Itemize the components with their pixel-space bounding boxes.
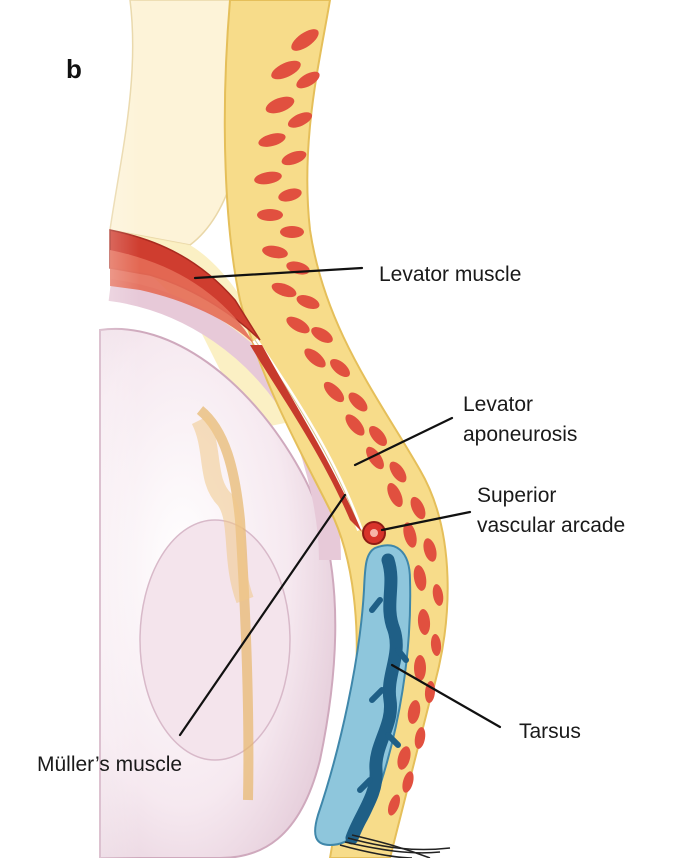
orbicularis-band (254, 29, 444, 816)
superior-vascular-arcade-lumen (370, 529, 378, 537)
leader-tarsus (390, 663, 502, 729)
leader-levator-muscle (193, 266, 364, 280)
tarsal-gland-branches (357, 597, 409, 793)
label-superior-vascular-arcade-1: Superior (477, 484, 556, 507)
label-superior-vascular-arcade-2: vascular arcade (477, 514, 625, 537)
label-levator-aponeurosis-1: Levator (463, 393, 533, 416)
cornea (139, 519, 291, 761)
conjunctival-fold-detail (191, 415, 254, 604)
label-levator-aponeurosis-2: aponeurosis (463, 423, 577, 446)
label-tarsus: Tarsus (519, 720, 581, 743)
leader-muller-muscle (178, 493, 347, 737)
label-levator-muscle: Levator muscle (379, 263, 521, 286)
muller-muscle (250, 345, 362, 532)
tarsal-glands (345, 553, 403, 845)
levator-muscle-deep (110, 250, 255, 345)
panel-letter: b (66, 54, 82, 84)
label-muller-muscle: Müller’s muscle (37, 753, 182, 776)
leader-superior-vascular-arcade (380, 510, 472, 532)
leader-levator-aponeurosis (353, 416, 454, 467)
